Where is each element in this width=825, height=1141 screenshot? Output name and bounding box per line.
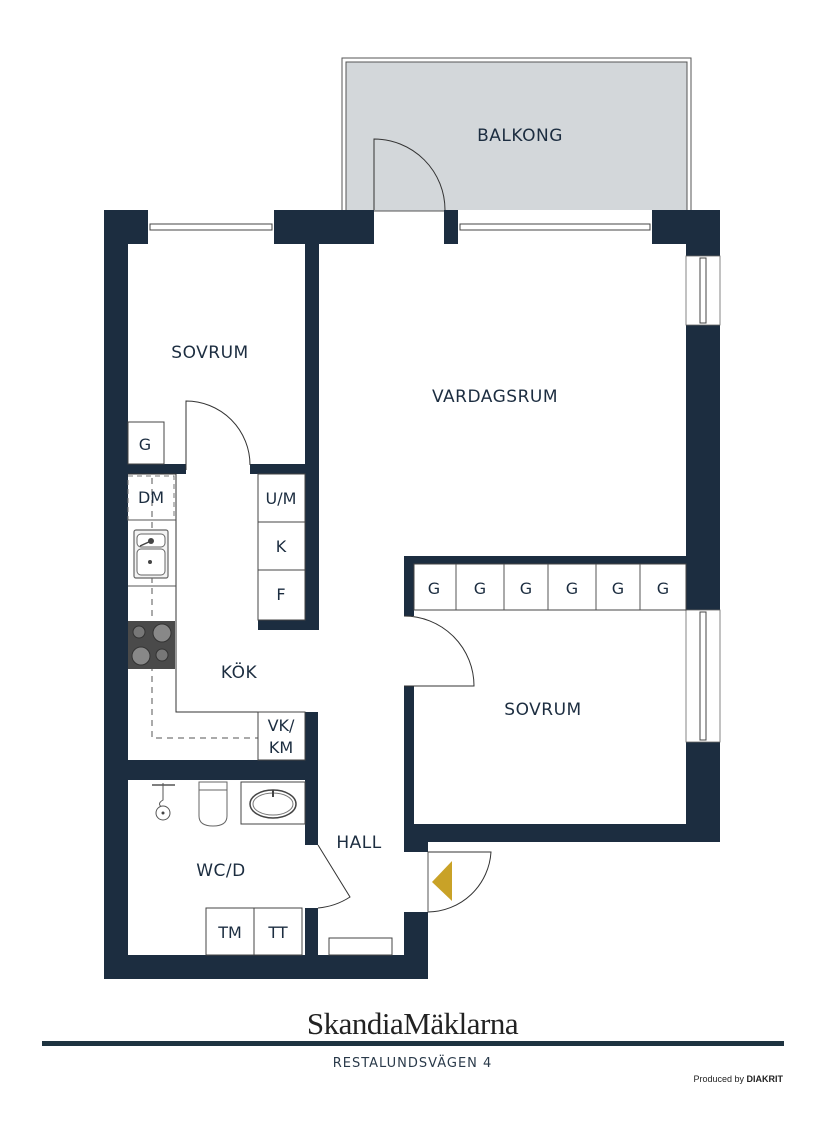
- room-label-balcony: BALKONG: [477, 126, 563, 146]
- credit-brand: DIAKRIT: [746, 1074, 784, 1084]
- kitchen-appliance-column: [257, 473, 306, 761]
- shower-icon: [152, 783, 175, 821]
- room-label-bathroom: WC/D: [196, 861, 246, 881]
- room-label-living-room: VARDAGSRUM: [432, 387, 558, 407]
- room-label-hall: HALL: [336, 833, 381, 853]
- washing-machine-label: TM: [217, 923, 242, 942]
- toilet-icon: [198, 781, 228, 827]
- laundry-appliances: [205, 907, 303, 956]
- windows: [148, 210, 721, 743]
- brand-logo: SkandiaMäklarna: [306, 1006, 519, 1041]
- washbasin-icon: [240, 781, 306, 825]
- walls: [104, 210, 720, 979]
- dryer-label: TT: [267, 923, 287, 942]
- entrance-arrow-icon: [432, 861, 452, 901]
- wardrobe-label: G: [612, 579, 624, 598]
- fridge-label: K: [276, 537, 287, 556]
- hall-shelf: [328, 937, 393, 956]
- water-heater-label-1: VK/: [268, 716, 295, 735]
- wardrobe-label: G: [428, 579, 440, 598]
- kitchen-counter: [127, 473, 305, 739]
- wardrobes-bedroom-2: [413, 563, 687, 611]
- balcony: [341, 57, 692, 212]
- wardrobe-label: G: [474, 579, 486, 598]
- wardrobe-bedroom-1: [127, 421, 165, 465]
- wardrobe-label: G: [566, 579, 578, 598]
- wardrobe-label: G: [520, 579, 532, 598]
- kitchen-sink-icon: [133, 529, 169, 579]
- room-label-kitchen: KÖK: [221, 661, 258, 683]
- divider: [42, 1041, 784, 1046]
- wardrobe-label: G: [139, 435, 151, 454]
- water-heater-label-2: KM: [269, 738, 293, 757]
- doors: [185, 138, 492, 913]
- wardrobe-label: G: [657, 579, 669, 598]
- freezer-label: F: [276, 585, 285, 604]
- stove-icon: [128, 621, 175, 669]
- room-label-bedroom-2: SOVRUM: [504, 700, 581, 720]
- producer-credit: Produced by DIAKRIT: [693, 1074, 783, 1084]
- dishwasher-label: DM: [138, 488, 164, 507]
- credit-prefix: Produced by: [693, 1074, 744, 1084]
- room-label-bedroom-1: SOVRUM: [171, 343, 248, 363]
- property-address: RESTALUNDSVÄGEN 4: [332, 1056, 493, 1071]
- oven-microwave-label: U/M: [266, 489, 297, 508]
